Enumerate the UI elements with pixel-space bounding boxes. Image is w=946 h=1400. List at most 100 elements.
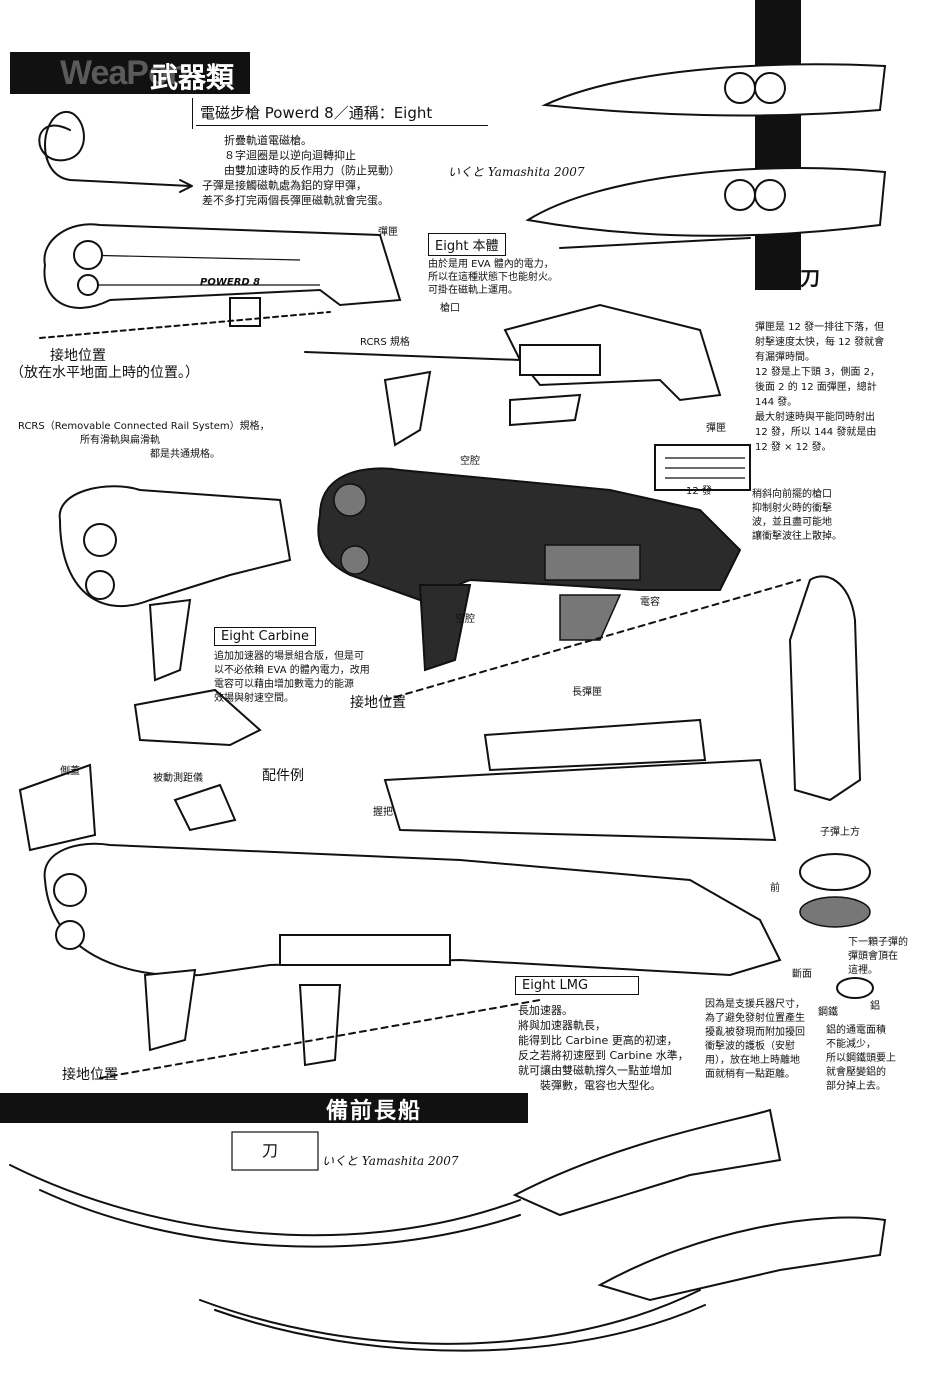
- ground-note: （放在水平地面上時的位置。）: [10, 365, 199, 381]
- carbine-loop: [333, 483, 367, 517]
- eight-title: 電磁步槍 Powerd 8／通稱：Eight: [192, 98, 488, 129]
- weapon-header-bar: WeaPon 武器類: [10, 52, 250, 94]
- lmg-grip: [143, 968, 197, 1052]
- muzzle-note: 稍斜向前擺的槍口 抑制射火時的衝擊 波，並且盡可能地 讓衝擊波往上散掉。: [752, 489, 842, 542]
- side-cover-accessory: [18, 763, 97, 852]
- rangefinder-label: 被動測距儀: [153, 773, 203, 784]
- right-edge-bar: [755, 0, 801, 290]
- carbine-loop: [340, 545, 370, 575]
- ground-line: [39, 311, 331, 339]
- eight-logo: POWERD 8: [200, 277, 261, 288]
- vibration-blade-bottom: [525, 167, 887, 237]
- carbine-note: 追加加速器的場景組合版，但是可 以不必依賴 EVA 的體內電力，改用 電容可以藉…: [214, 651, 370, 704]
- long-magazine: [483, 718, 707, 772]
- sword-label-box: [231, 1131, 319, 1171]
- rcrs-note: 所有滑軌與扁滑軌 都是共通規格。: [80, 435, 220, 460]
- ground-line-carbine: [384, 579, 801, 701]
- support-note: 因為是支援兵器尺寸， 為了避免發射位置產生 擾亂被發現而附加擾回 衝擊波的護板（…: [705, 999, 805, 1080]
- lmg-note: 長加速器。 將與加速器軌長， 能得到比 Carbine 更高的初速， 反之若將初…: [518, 1004, 689, 1092]
- sword-lower-blade: [199, 1289, 701, 1345]
- sword-header-bar: 備前長船: [0, 1093, 528, 1124]
- foregrip: [509, 393, 582, 427]
- long-rail: [383, 758, 777, 842]
- desc-line: 由雙加速時的反作用力（防止晃動）: [224, 164, 400, 177]
- carbine-grip-left: [148, 598, 192, 682]
- blade-hole: [754, 72, 786, 104]
- sword-lower-hilt: [597, 1216, 887, 1302]
- eight-body: [43, 223, 402, 309]
- eight-loop: [77, 274, 99, 296]
- hollow-label-1: 空腔: [460, 456, 480, 467]
- aluminum-label: 鋁: [870, 1001, 880, 1012]
- desc-line: 子彈是接觸磁軌處為鋁的穿甲彈，: [202, 179, 367, 192]
- muzzle-label: 槍口: [440, 303, 460, 314]
- ground-label: 接地位置: [50, 348, 106, 364]
- header-weapon-en: WeaPon: [60, 54, 189, 92]
- carbine-loop: [85, 570, 115, 600]
- lmg-mag: [279, 934, 451, 966]
- carbine-outline: [58, 485, 292, 608]
- steel-label: 鋼鐵: [818, 1007, 838, 1018]
- carbine-mag: [544, 544, 641, 581]
- bullet-section: [799, 896, 871, 928]
- rail-line: [304, 351, 521, 361]
- lmg-loop: [53, 873, 87, 907]
- sword-label: 刀: [262, 1141, 279, 1160]
- blade-edge: [559, 237, 751, 249]
- bullet-top-label: 子彈上方: [820, 827, 860, 838]
- rangefinder-accessory: [133, 688, 262, 747]
- bullet-top: [799, 853, 871, 891]
- blade-hole: [724, 179, 756, 211]
- eight-loop: [73, 240, 103, 270]
- carbine-grip: [418, 584, 472, 672]
- bullet-next-note: 下一顆子彈的 彈頭會頂在 這裡。: [848, 937, 908, 976]
- side-cover-label: 側蓋: [60, 766, 80, 777]
- vibration-blade-top: [541, 63, 887, 117]
- capacitor-label: 電容: [640, 597, 660, 608]
- accessories-title: 配件例: [262, 768, 304, 784]
- lmg-foregrip: [298, 984, 342, 1067]
- ground-line-lmg: [99, 999, 541, 1079]
- grip-acc-label: 握把: [373, 807, 393, 818]
- eight-desc: 折疊軌道電磁槍。 ８字迴圈是以逆向迴轉抑止 由雙加速時的反作用力（防止晃動） 子…: [202, 133, 400, 208]
- eight-body-label: Eight 本體: [428, 233, 506, 256]
- carbine-loop: [83, 523, 117, 557]
- mag-slot: [519, 344, 601, 376]
- header-weapon-zh: 武器類: [150, 61, 235, 94]
- blade-hole: [724, 72, 756, 104]
- figure-eight-symbol: [38, 110, 191, 187]
- bullet-steel-al: [836, 977, 874, 999]
- sword-lower-edge: [214, 1304, 706, 1352]
- magazine-label: 彈匣: [378, 227, 398, 238]
- arrow-head: [179, 179, 193, 193]
- lmg-ground: 接地位置: [62, 1067, 118, 1083]
- desc-line: ８字迴圈是以逆向迴轉抑止: [224, 149, 356, 162]
- carbine-label: Eight Carbine: [214, 627, 317, 646]
- sword-upper-edge: [39, 1189, 521, 1248]
- stock-grip: [383, 370, 432, 447]
- desc-line: 差不多打完兩個長彈匣磁軌就會完蛋。: [202, 194, 389, 207]
- lmg-label: Eight LMG: [515, 976, 639, 995]
- eight-grip: [229, 297, 261, 327]
- desc-line: 折疊軌道電磁槍。: [224, 134, 312, 147]
- bullet-side-view: [788, 575, 862, 802]
- carbine-ground: 接地位置: [350, 695, 406, 711]
- sword-upper-hilt: [512, 1108, 782, 1217]
- passive-rangefinder: [173, 783, 237, 832]
- eight-rails: [79, 254, 320, 286]
- bullet-section-label: 斷面: [792, 969, 812, 980]
- eight-body-note: 由於是用 EVA 體內的電力， 所以在這種狀態下也能射火。 可掛在磁軌上運用。: [428, 259, 558, 296]
- blade-hole: [754, 179, 786, 211]
- sword-upper-blade: [9, 1164, 521, 1237]
- carbine-foregrip: [559, 594, 622, 641]
- count-label: 12 發: [686, 486, 712, 497]
- rcrs-full: RCRS（Removable Connected Rail System）規格，: [18, 421, 270, 432]
- vibration-note: 彈匣是 12 發一排往下落，但 射擊速度太快，每 12 發就會 有漏彈時間。 1…: [755, 322, 885, 453]
- vibration-title: 振動刀: [760, 266, 820, 290]
- signature-top: いくと Yamashita 2007: [448, 165, 585, 179]
- bullet-side-note: 鋁的通電面積 不能減少， 所以鋼鐵頭要上 就會壓變鋁的 部分掉上去。: [826, 1025, 896, 1092]
- lmg-loop: [55, 920, 85, 950]
- mag-label: 彈匣: [706, 423, 726, 434]
- hollow-label-2: 空腔: [455, 614, 475, 625]
